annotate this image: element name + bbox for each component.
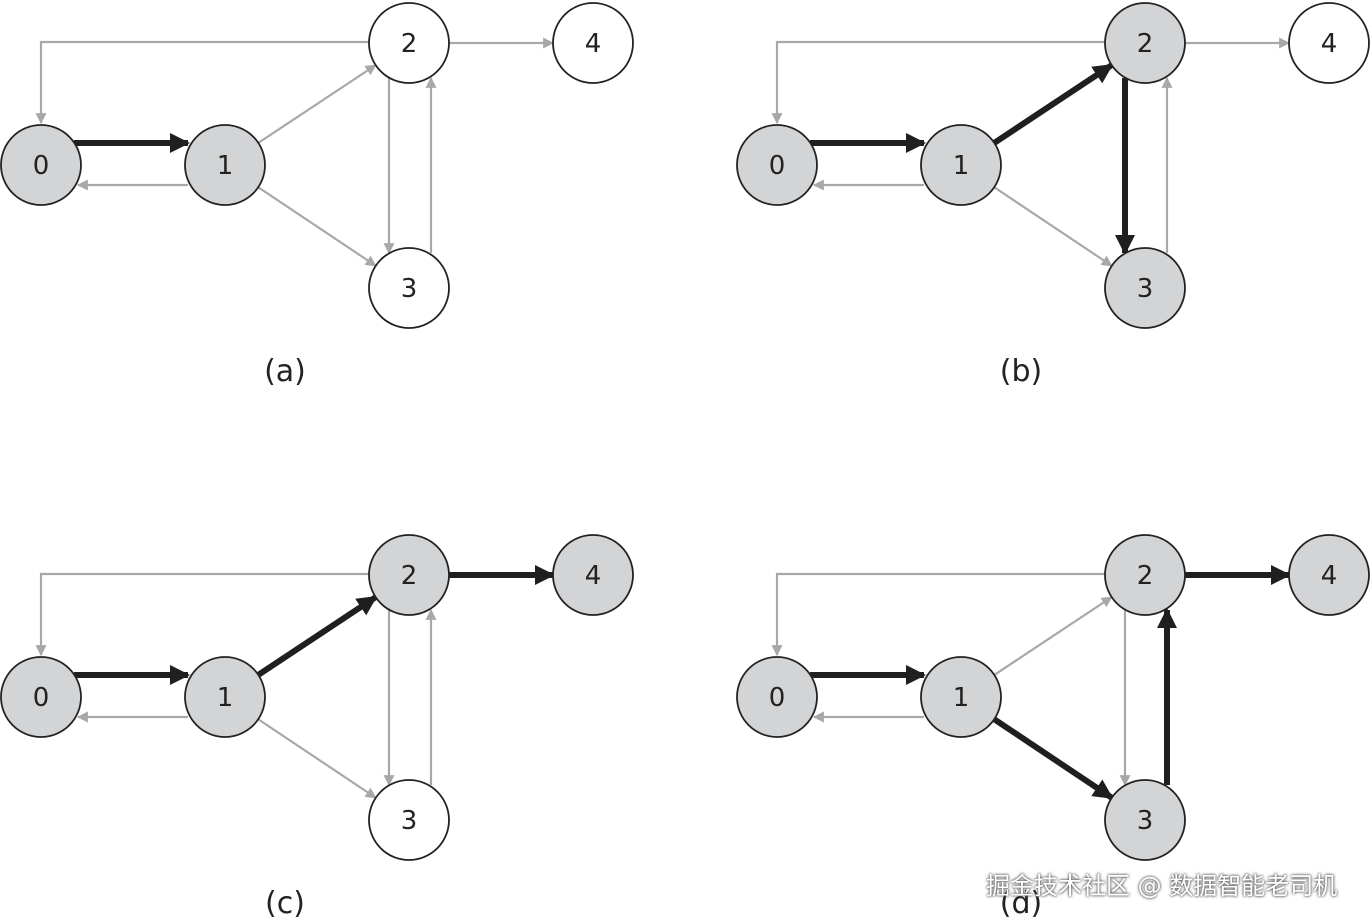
node-circle	[552, 534, 634, 616]
node-label: 4	[1321, 561, 1338, 591]
node-circle	[184, 656, 266, 738]
edge-2-to-0	[771, 40, 1105, 125]
node-0: 0	[0, 124, 82, 206]
edge-2-to-0	[35, 572, 369, 657]
node-circle	[736, 656, 818, 738]
node-circle	[368, 2, 450, 84]
watermark-text: 掘金技术社区 @ 数据智能老司机	[986, 872, 1338, 900]
node-label: 2	[401, 29, 418, 59]
node-3: 3	[368, 779, 450, 861]
node-circle	[920, 656, 1002, 738]
node-2: 2	[1104, 534, 1186, 616]
node-circle	[1104, 2, 1186, 84]
node-label: 3	[1137, 806, 1154, 836]
node-4: 4	[1288, 2, 1370, 84]
node-label: 0	[33, 683, 50, 713]
node-circle	[1288, 2, 1370, 84]
node-circle	[368, 247, 450, 329]
edge-1-to-3	[257, 186, 377, 267]
node-3: 3	[1104, 247, 1186, 329]
edge-1-to-3	[993, 186, 1113, 267]
node-label: 1	[217, 683, 234, 713]
edge-1-to-2	[256, 594, 378, 678]
node-circle	[552, 2, 634, 84]
node-1: 1	[184, 656, 266, 738]
node-circle	[0, 656, 82, 738]
edge-2-to-0	[771, 572, 1105, 657]
node-label: 3	[401, 806, 418, 836]
node-3: 3	[368, 247, 450, 329]
node-4: 4	[552, 534, 634, 616]
edge-1-to-3	[257, 718, 377, 799]
node-1: 1	[920, 124, 1002, 206]
panel-3: 0 1 2 3 4 (c)	[0, 534, 634, 921]
edge-2-to-0	[35, 40, 369, 125]
panel-caption: (d)	[1000, 886, 1042, 921]
node-label: 2	[1137, 561, 1154, 591]
node-0: 0	[736, 124, 818, 206]
node-circle	[368, 779, 450, 861]
node-circle	[1104, 534, 1186, 616]
node-2: 2	[368, 2, 450, 84]
node-4: 4	[552, 2, 634, 84]
node-label: 0	[769, 683, 786, 713]
node-circle	[1288, 534, 1370, 616]
node-label: 4	[585, 29, 602, 59]
node-label: 4	[585, 561, 602, 591]
panel-caption: (b)	[1000, 354, 1042, 389]
node-label: 1	[953, 151, 970, 181]
edge-1-to-2	[993, 596, 1113, 676]
panel-1: 0 1 2 3 4 (a)	[0, 2, 634, 389]
node-label: 2	[401, 561, 418, 591]
node-circle	[1104, 779, 1186, 861]
node-circle	[920, 124, 1002, 206]
node-1: 1	[184, 124, 266, 206]
node-label: 0	[33, 151, 50, 181]
node-4: 4	[1288, 534, 1370, 616]
node-label: 4	[1321, 29, 1338, 59]
node-circle	[0, 124, 82, 206]
node-3: 3	[1104, 779, 1186, 861]
node-0: 0	[0, 656, 82, 738]
node-circle	[368, 534, 450, 616]
node-2: 2	[1104, 2, 1186, 84]
panel-2: 0 1 2 3 4 (b)	[736, 2, 1370, 389]
node-circle	[184, 124, 266, 206]
panel-caption: (c)	[265, 886, 305, 921]
node-label: 1	[953, 683, 970, 713]
node-label: 1	[217, 151, 234, 181]
node-circle	[736, 124, 818, 206]
node-circle	[1104, 247, 1186, 329]
node-2: 2	[368, 534, 450, 616]
edge-1-to-3	[992, 716, 1114, 801]
node-1: 1	[920, 656, 1002, 738]
node-label: 0	[769, 151, 786, 181]
panel-4: 0 1 2 3 4 (d)	[736, 534, 1370, 921]
node-label: 2	[1137, 29, 1154, 59]
edge-1-to-2	[257, 64, 377, 144]
node-0: 0	[736, 656, 818, 738]
edge-1-to-2	[992, 62, 1114, 146]
node-label: 3	[401, 274, 418, 304]
node-label: 3	[1137, 274, 1154, 304]
panel-caption: (a)	[264, 354, 306, 389]
